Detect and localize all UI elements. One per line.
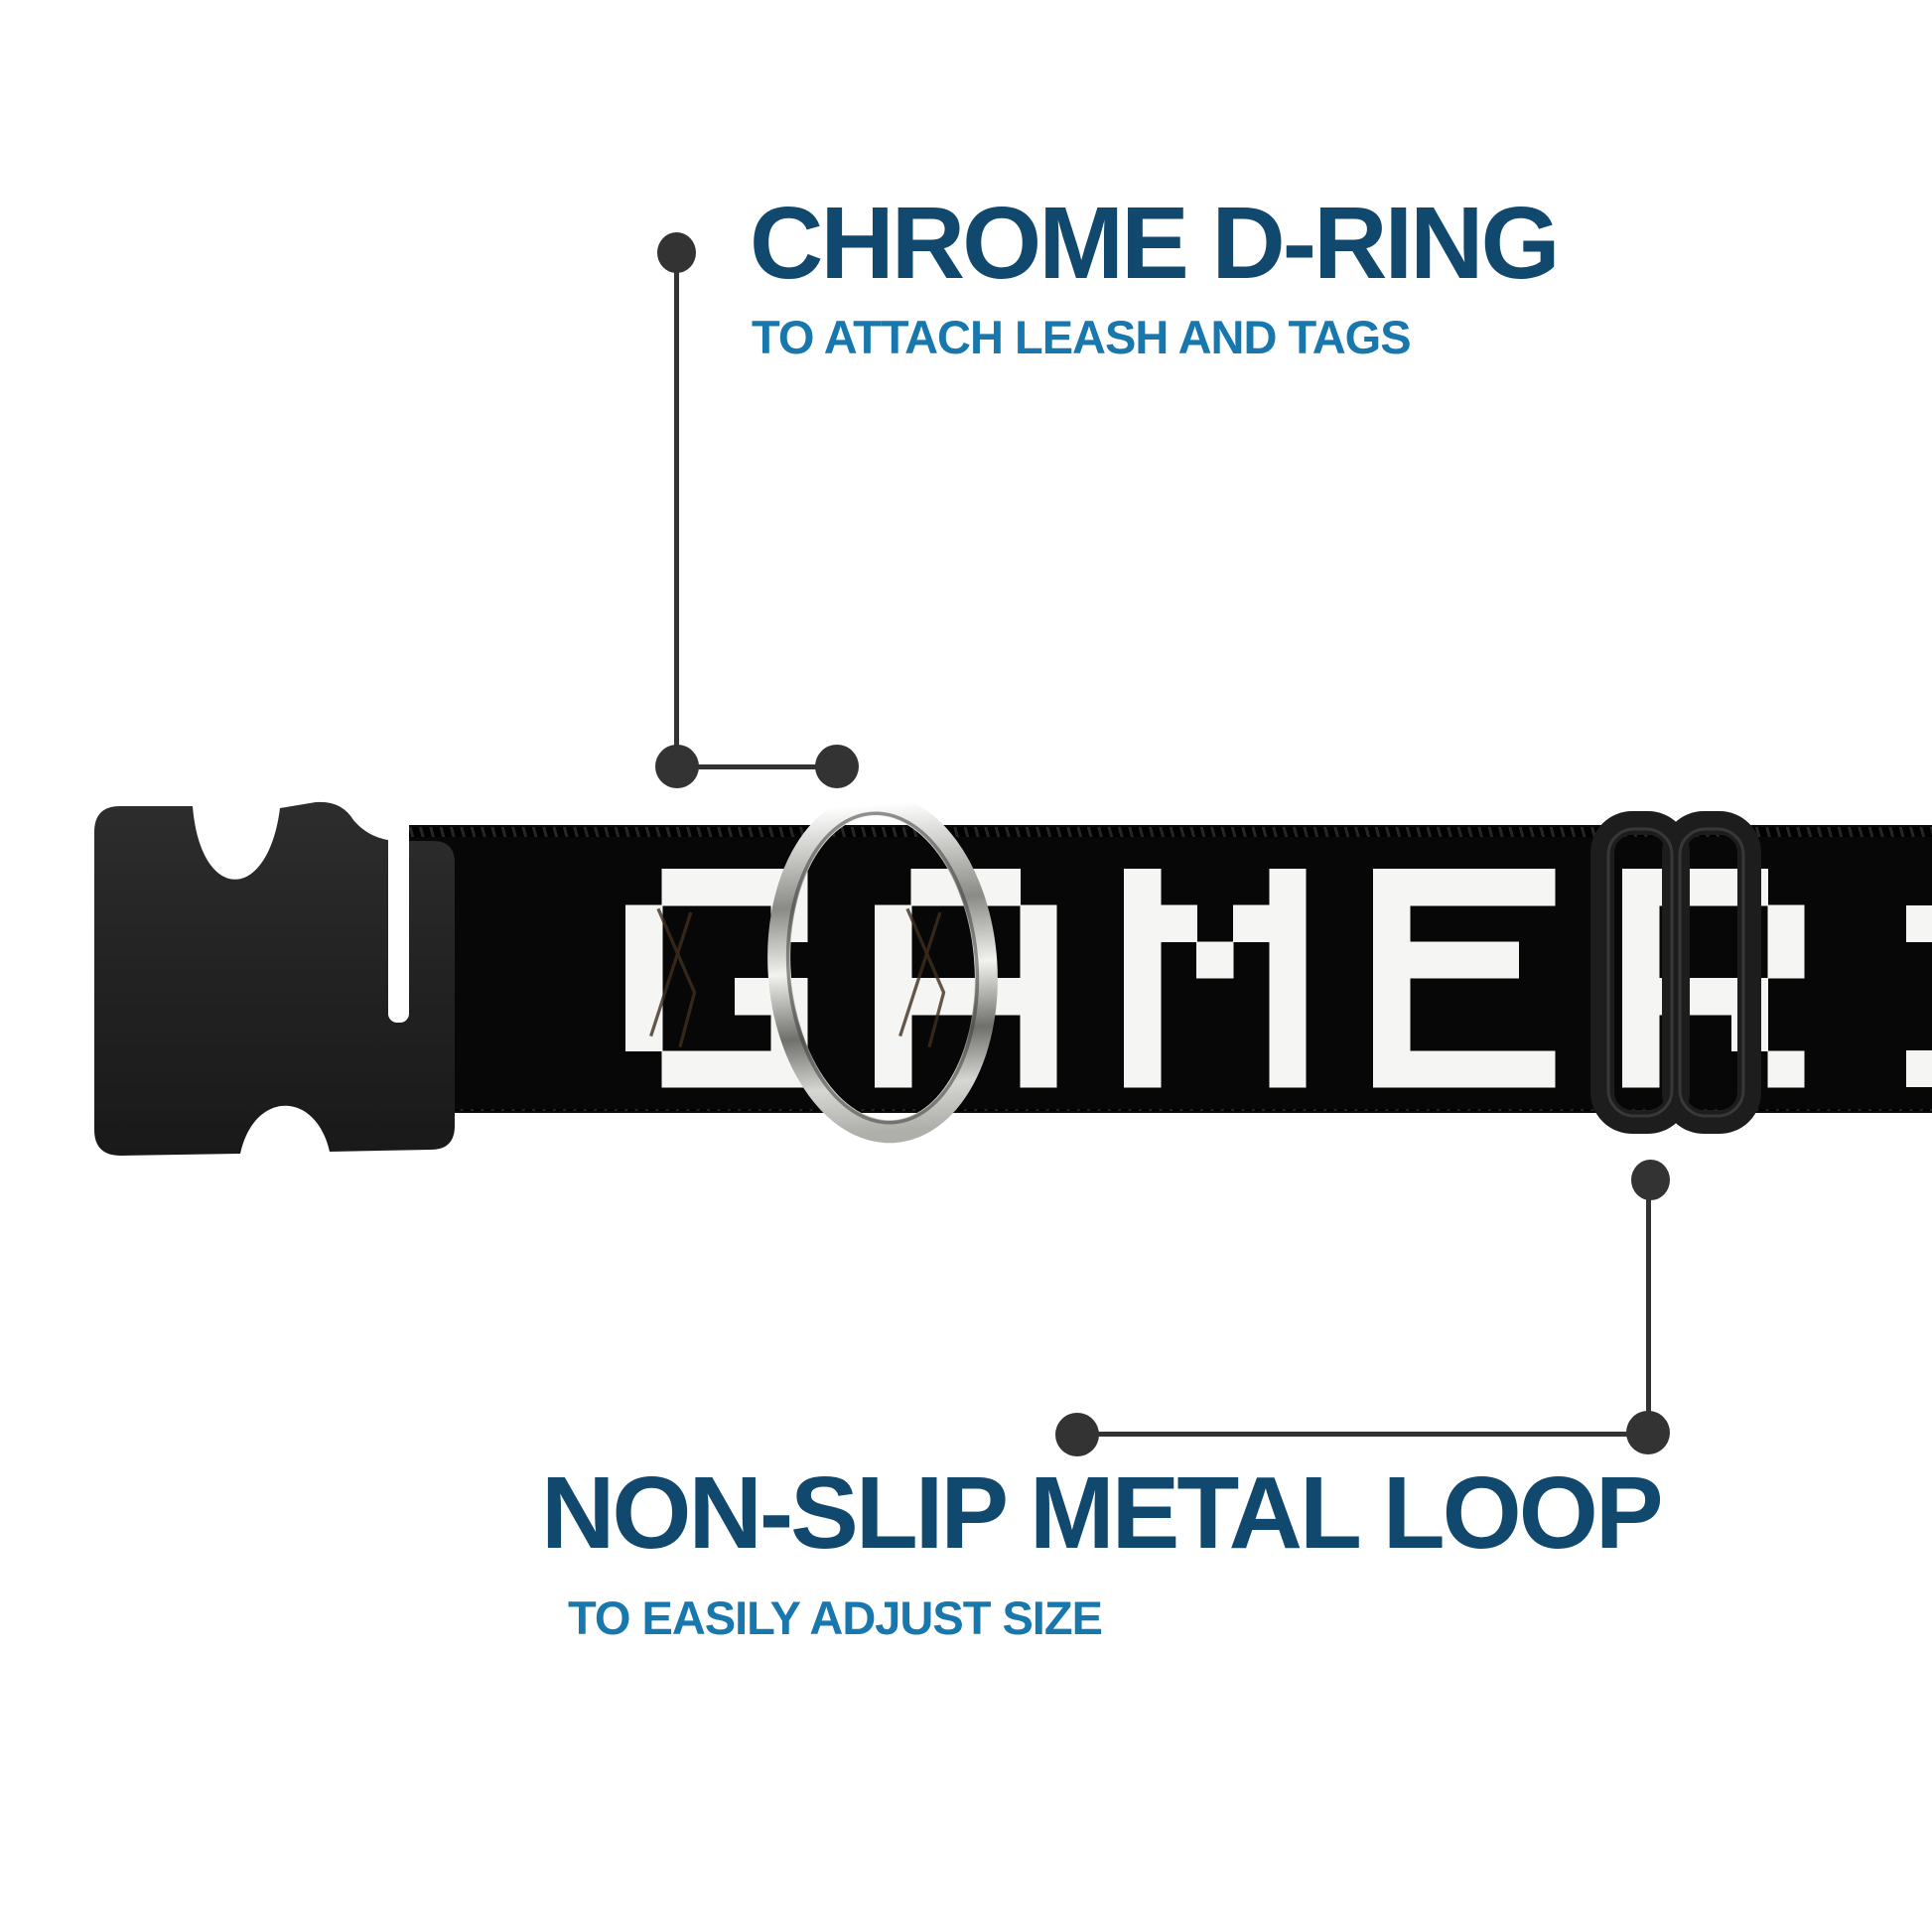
loop-subtitle: TO EASILY ADJUST SIZE bbox=[568, 1591, 1103, 1644]
dring-subtitle: TO ATTACH LEASH AND TAGS bbox=[752, 311, 1412, 363]
plastic-buckle bbox=[94, 801, 455, 1156]
callout-loop-anchor-dot bbox=[1055, 1413, 1099, 1456]
partial-letter bbox=[1906, 1050, 1932, 1087]
loop-title: NON-SLIP METAL LOOP bbox=[541, 1455, 1664, 1570]
chrome-d-ring bbox=[767, 792, 998, 1144]
callout-loop-vertical-line bbox=[1646, 1181, 1651, 1433]
callout-loop-horizontal-line bbox=[1077, 1432, 1648, 1437]
pixel-letter-E bbox=[1373, 869, 1556, 1088]
d-ring-wire bbox=[767, 792, 998, 1144]
buckle-strap-slot bbox=[388, 812, 409, 1023]
slider-highlight bbox=[1678, 827, 1745, 1118]
buckle-body bbox=[94, 801, 455, 1156]
slider-right-loop bbox=[1662, 811, 1761, 1134]
callout-dring-horizontal-line bbox=[677, 764, 837, 769]
slider-highlight bbox=[1606, 827, 1674, 1118]
d-ring-inner-rim bbox=[785, 811, 980, 1125]
pixel-letter-M bbox=[1124, 869, 1307, 1088]
metal-loop-slider bbox=[1590, 811, 1761, 1134]
partial-letter bbox=[1906, 905, 1932, 942]
callout-dring-vertical-line bbox=[674, 260, 679, 757]
callout-dring-pointer-dot bbox=[815, 745, 859, 788]
dring-title: CHROME D-RING bbox=[750, 186, 1561, 300]
